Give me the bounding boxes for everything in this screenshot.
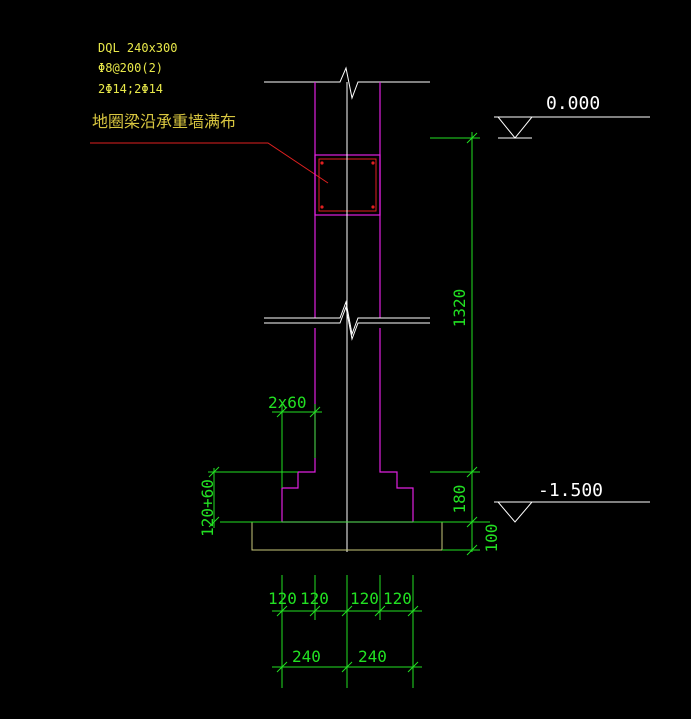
step-width-dimension	[272, 404, 322, 488]
stirrup-label: Φ8@200(2)	[98, 61, 163, 75]
foundation-pad	[220, 521, 490, 551]
bottom-dimension-lines	[272, 575, 422, 688]
level-top-label: 0.000	[546, 93, 600, 114]
main-bars-label: 2Φ14;2Φ14	[98, 82, 163, 96]
beam-annotation: DQL 240x300 Φ8@200(2) 2Φ14;2Φ14 地圈梁沿承重墙满…	[90, 41, 329, 184]
dim-width-120-3: 120	[350, 589, 379, 608]
top-break-line	[264, 66, 430, 100]
level-marker-top: 0.000	[494, 93, 650, 139]
dim-step-height-label: 120+60	[198, 479, 217, 537]
leader-line	[90, 142, 329, 184]
dim-width-120-4: 120	[383, 589, 412, 608]
dim-width-240-1: 240	[292, 647, 321, 666]
dim-100-label: 100	[482, 524, 501, 553]
dim-width-120-2: 120	[300, 589, 329, 608]
right-vertical-dimension	[430, 132, 480, 556]
dim-step-width-label: 2x60	[268, 393, 307, 412]
level-bottom-label: -1.500	[538, 480, 603, 501]
dim-1320-label: 1320	[450, 289, 469, 328]
dim-180-label: 180	[450, 485, 469, 514]
beam-id-label: DQL 240x300	[98, 41, 177, 55]
beam-note-label: 地圈梁沿承重墙满布	[92, 112, 236, 131]
left-step-dimension	[208, 466, 298, 528]
middle-break-line	[264, 300, 430, 341]
dim-width-120-1: 120	[268, 589, 297, 608]
level-marker-bottom: -1.500	[494, 480, 650, 523]
dim-width-240-2: 240	[358, 647, 387, 666]
